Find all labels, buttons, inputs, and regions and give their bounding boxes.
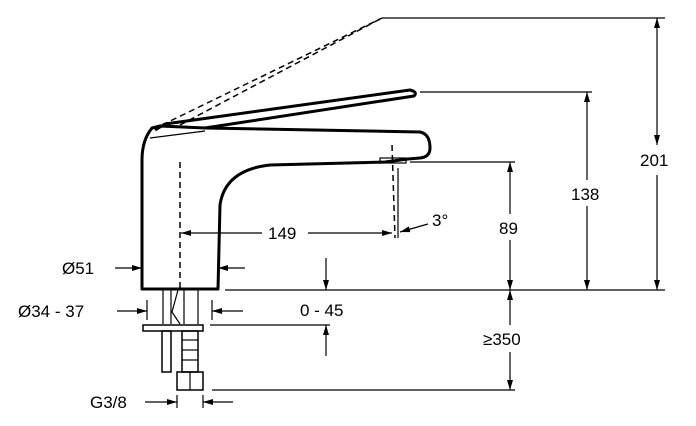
- mounting-hardware: [142, 289, 204, 391]
- dim-projection: 149: [268, 224, 296, 243]
- dim-clearance: ≥350: [483, 330, 521, 349]
- dim-spout-height: 89: [499, 219, 518, 238]
- dim-total-height: 201: [640, 151, 668, 170]
- dim-hole-diameter: Ø34 - 37: [18, 302, 84, 321]
- spout-axis: [391, 144, 396, 239]
- dim-spout-angle: 3°: [432, 211, 448, 230]
- dim-body-diameter: Ø51: [62, 259, 94, 278]
- dim-connection: G3/8: [90, 393, 127, 412]
- handle-swing-dashed-lines: [161, 17, 383, 126]
- faucet-outline: [140, 88, 432, 291]
- dim-handle-height: 138: [571, 185, 599, 204]
- dim-deck-thickness: 0 - 45: [300, 301, 343, 320]
